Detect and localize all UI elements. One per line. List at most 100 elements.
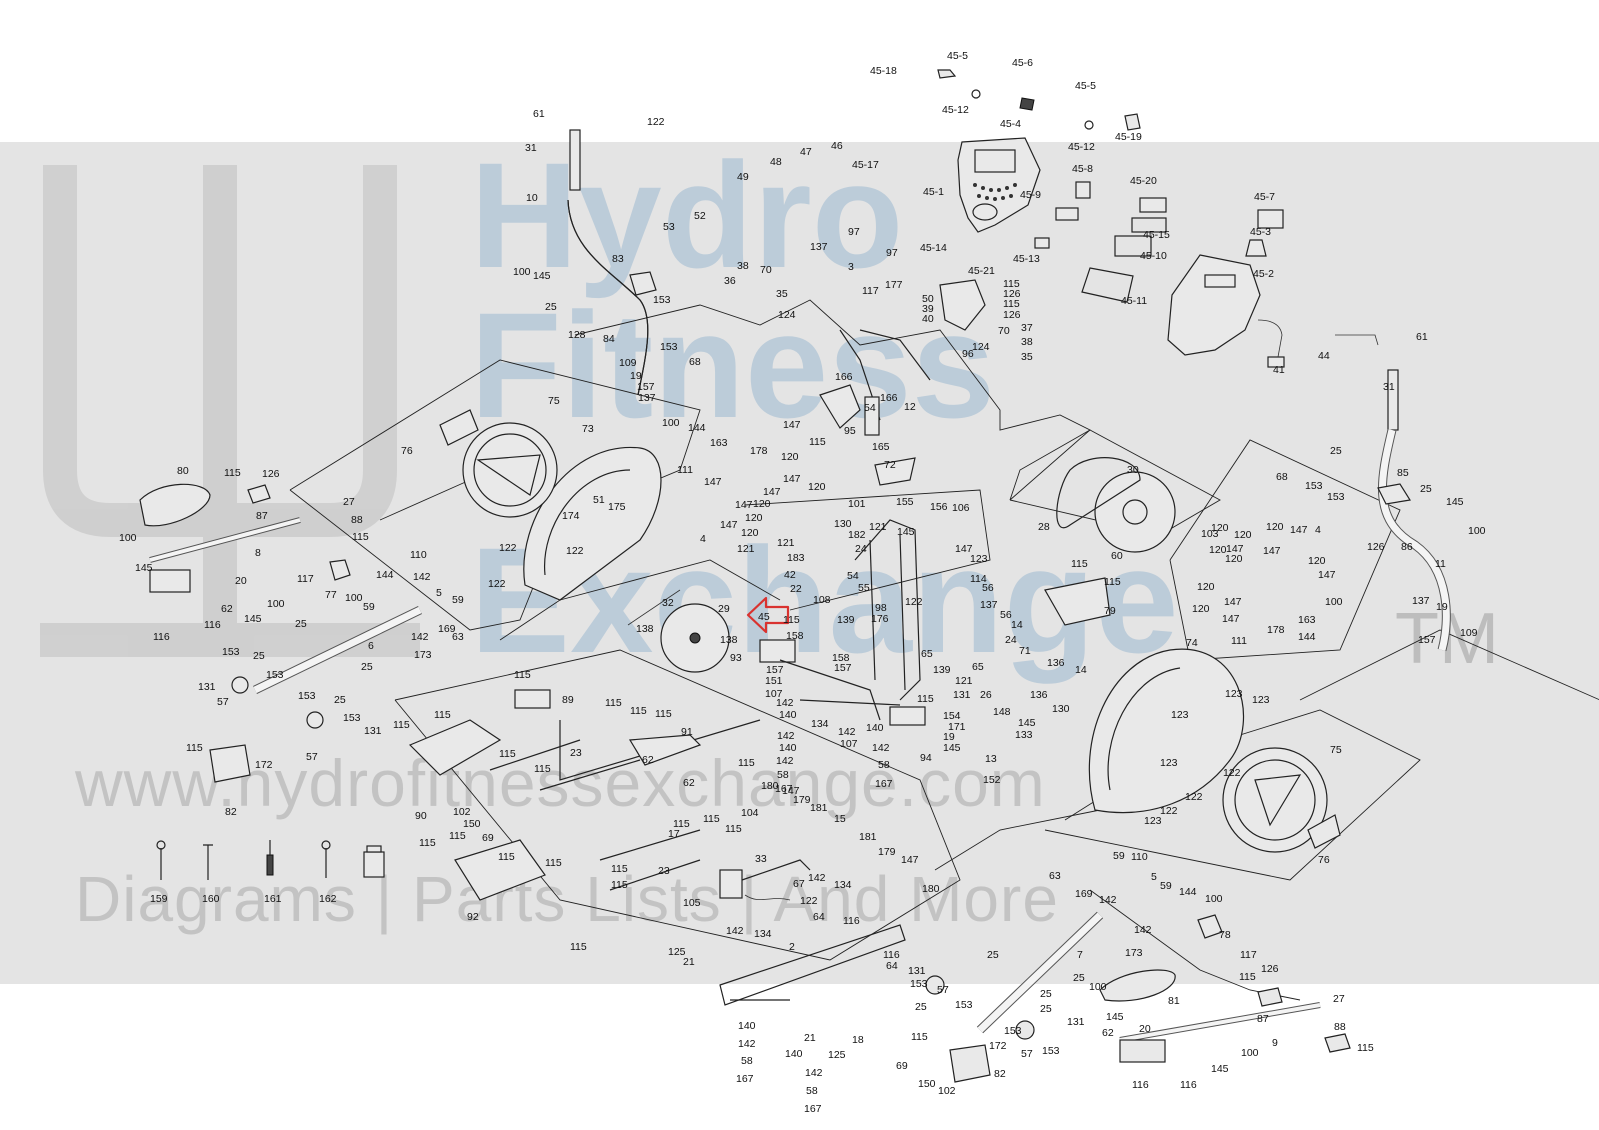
part-label-82: 82 [225, 806, 237, 818]
part-label-25: 25 [1040, 988, 1052, 1000]
part-label-56: 56 [982, 582, 994, 594]
part-label-115: 115 [419, 837, 436, 849]
part-label-62: 62 [683, 777, 695, 789]
part-label-45-8: 45-8 [1072, 163, 1093, 175]
part-label-147: 147 [901, 854, 919, 866]
part-label-24: 24 [855, 543, 867, 555]
part-label-142: 142 [776, 697, 794, 709]
part-label-147: 147 [704, 476, 722, 488]
part-label-173: 173 [414, 649, 432, 661]
part-label-61: 61 [533, 108, 545, 120]
part-label-157: 157 [637, 381, 655, 393]
part-label-72: 72 [884, 459, 896, 471]
part-label-89: 89 [562, 694, 574, 706]
part-label-97: 97 [848, 226, 860, 238]
part-label-22: 22 [790, 583, 802, 595]
part-label-3: 3 [848, 261, 854, 273]
part-label-153: 153 [660, 341, 678, 353]
part-label-115: 115 [1239, 971, 1256, 983]
part-label-125: 125 [828, 1049, 846, 1061]
part-label-131: 131 [1067, 1016, 1085, 1028]
part-label-126: 126 [262, 468, 280, 480]
part-label-153: 153 [955, 999, 973, 1011]
part-label-115: 115 [498, 851, 515, 863]
part-label-117: 117 [1240, 949, 1257, 961]
part-label-115: 115 [630, 705, 647, 717]
part-label-153: 153 [1004, 1025, 1022, 1037]
part-label-115: 115 [1003, 278, 1020, 290]
part-label-130: 130 [1052, 703, 1070, 715]
part-label-167: 167 [775, 783, 793, 795]
part-label-25: 25 [334, 694, 346, 706]
part-label-45-18: 45-18 [870, 65, 897, 77]
crank-left [139, 483, 422, 783]
part-label-105: 105 [683, 897, 701, 909]
part-label-54: 54 [847, 570, 859, 582]
part-label-100: 100 [662, 417, 680, 429]
part-label-9: 9 [1272, 1037, 1278, 1049]
part-label-147: 147 [955, 543, 973, 555]
highlight-arrow-label: 45 [758, 611, 770, 623]
part-label-131: 131 [198, 681, 216, 693]
part-label-165: 165 [872, 441, 890, 453]
part-label-110: 110 [410, 549, 427, 561]
part-label-100: 100 [1089, 981, 1107, 993]
part-label-87: 87 [256, 510, 268, 522]
console-assembly [937, 69, 1379, 368]
part-label-139: 139 [837, 614, 855, 626]
part-label-58: 58 [806, 1085, 818, 1097]
part-label-93: 93 [730, 652, 742, 664]
part-label-115: 115 [186, 742, 203, 754]
part-label-137: 137 [810, 241, 828, 253]
part-label-37: 37 [1021, 322, 1033, 334]
part-label-106: 106 [952, 502, 970, 514]
part-label-109: 109 [1460, 627, 1478, 639]
part-label-50: 50 [922, 293, 934, 305]
part-label-180: 180 [922, 883, 940, 895]
part-label-140: 140 [779, 742, 797, 754]
tool-159-wrench [156, 840, 166, 880]
part-label-167: 167 [875, 778, 893, 790]
part-label-100: 100 [345, 592, 363, 604]
part-label-153: 153 [1327, 491, 1345, 503]
part-label-144: 144 [376, 569, 394, 581]
part-label-62: 62 [642, 754, 654, 766]
flywheel [627, 589, 730, 673]
side-shroud-right [1088, 648, 1341, 853]
part-label-142: 142 [1134, 924, 1152, 936]
part-label-15: 15 [834, 813, 846, 825]
part-label-142: 142 [738, 1038, 756, 1050]
part-label-150: 150 [463, 818, 481, 830]
part-label-124: 124 [972, 341, 990, 353]
part-label-27: 27 [1333, 993, 1345, 1005]
part-label-116: 116 [1132, 1079, 1149, 1091]
part-label-181: 181 [810, 802, 828, 814]
part-label-109: 109 [619, 357, 637, 369]
part-label-90: 90 [415, 810, 427, 822]
crank-right [925, 911, 1351, 1083]
part-label-145: 145 [1446, 496, 1464, 508]
part-label-153: 153 [266, 669, 284, 681]
part-label-76: 76 [1318, 854, 1330, 866]
part-label-94: 94 [920, 752, 932, 764]
part-label-120: 120 [741, 527, 759, 539]
part-label-25: 25 [361, 661, 373, 673]
part-label-115: 115 [725, 823, 742, 835]
part-label-45-20: 45-20 [1130, 175, 1157, 187]
part-label-13: 13 [985, 753, 997, 765]
part-label-115: 115 [352, 531, 369, 543]
part-label-29: 29 [718, 603, 730, 615]
part-label-86: 86 [1401, 541, 1413, 553]
part-label-147: 147 [763, 486, 781, 498]
watermark-line-1: Hydro [470, 131, 904, 299]
part-label-8: 8 [255, 547, 261, 559]
part-label-76: 76 [401, 445, 413, 457]
part-label-45-13: 45-13 [1013, 253, 1040, 265]
part-label-45-6: 45-6 [1012, 57, 1033, 69]
main-frame [759, 519, 926, 726]
part-label-131: 131 [364, 725, 382, 737]
part-label-131: 131 [908, 965, 926, 977]
part-label-145: 145 [1106, 1011, 1124, 1023]
part-label-73: 73 [582, 423, 594, 435]
